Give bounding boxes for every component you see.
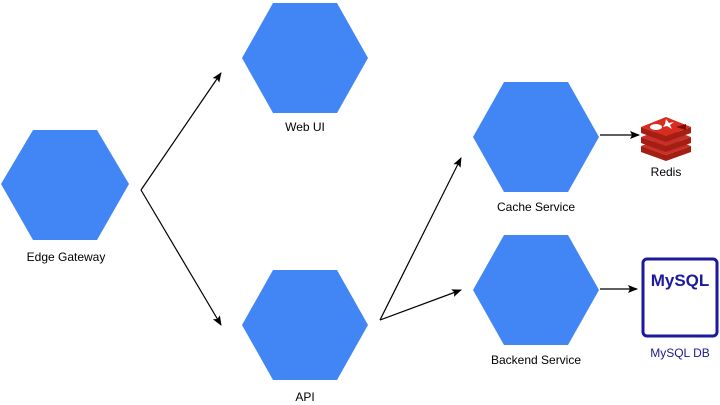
cache-service-label: Cache Service [496,200,576,214]
edge-gateway-to-web-ui [140,72,222,191]
cache-service-node[interactable] [473,82,599,192]
mysql-db-label: MySQL DB [650,346,710,360]
api-label: API [295,390,315,404]
mysql-icon-text: MySQL [651,271,710,290]
web-ui-label: Web UI [285,120,325,134]
edge-gateway-node[interactable] [1,130,129,240]
backend-service-label: Backend Service [490,353,582,367]
edge-api-to-backend-service [379,289,462,321]
api-node[interactable] [242,270,368,380]
edge-api-to-cache-service [379,157,462,321]
redis-icon[interactable] [641,117,691,161]
mysql-icon[interactable]: MySQL [641,257,719,338]
redis-label: Redis [650,165,682,179]
web-ui-node[interactable] [242,3,368,113]
backend-service-node[interactable] [473,235,599,345]
edge-gateway-label: Edge Gateway [26,250,106,264]
edge-gateway-to-api [140,189,222,326]
